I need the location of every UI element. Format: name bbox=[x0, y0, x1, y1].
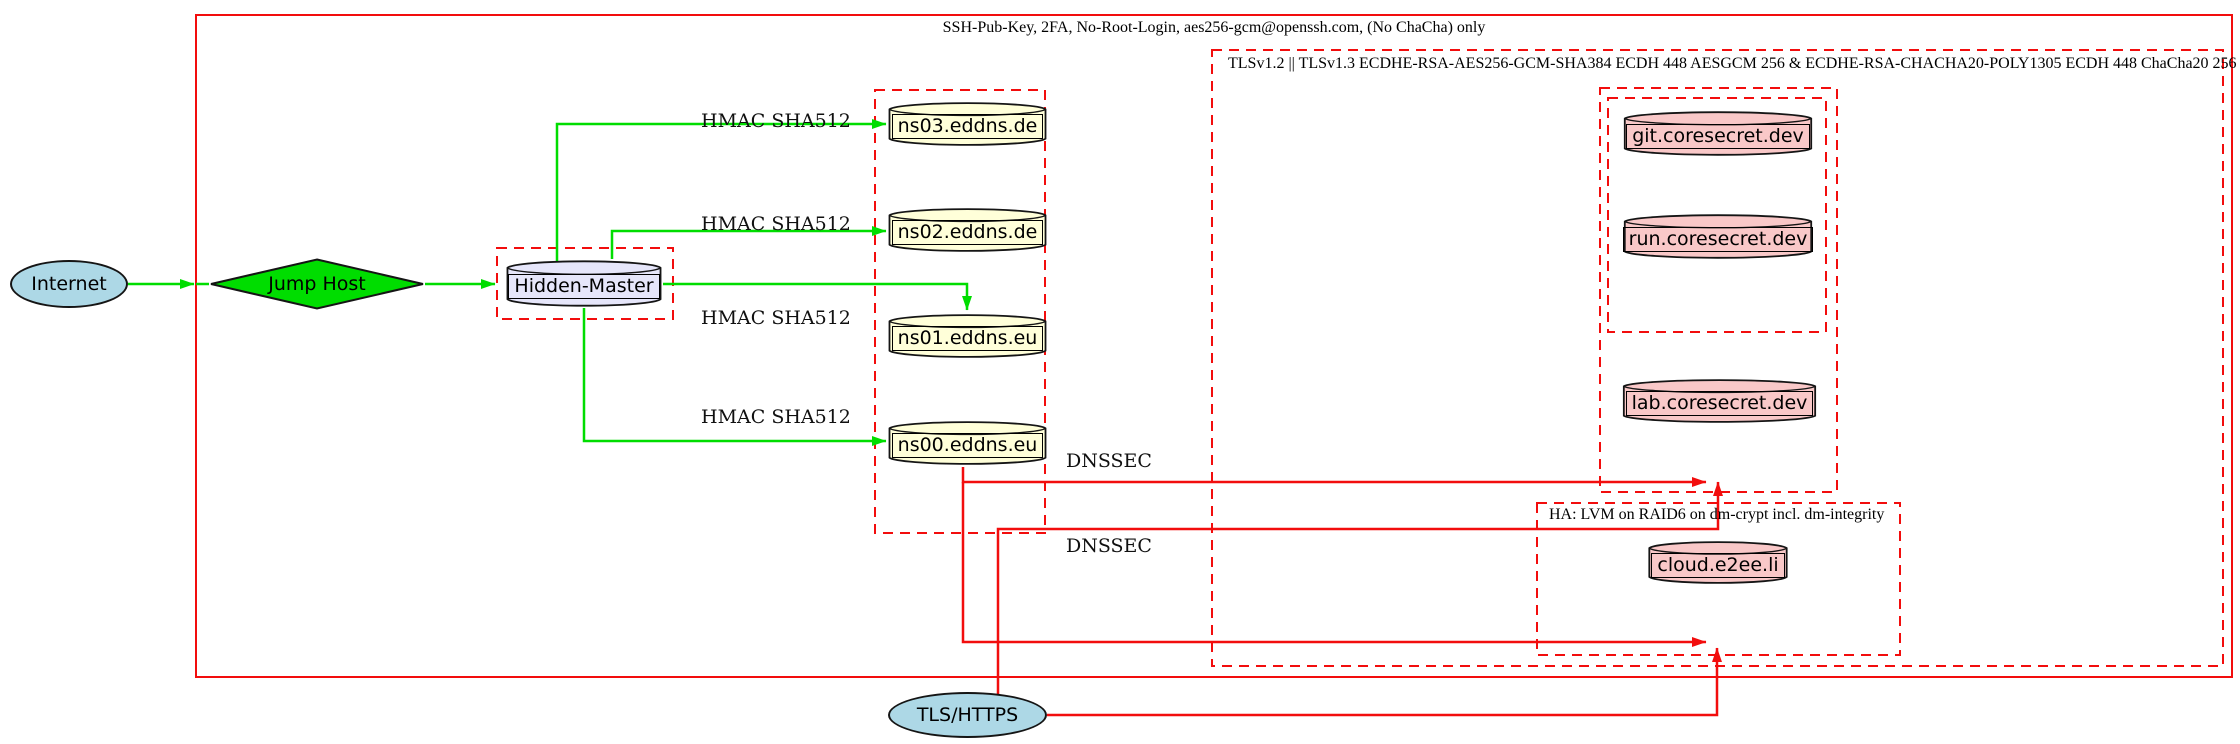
node-ns00-label: ns00.eddns.eu bbox=[891, 433, 1044, 458]
edge-dnssec-to-ha bbox=[961, 482, 1707, 647]
cluster-dns-box bbox=[874, 89, 1046, 534]
cluster-ha-label: HA: LVM on RAID6 on dm-crypt incl. dm-in… bbox=[1549, 506, 1885, 523]
node-cloud-e2ee-label: cloud.e2ee.li bbox=[1651, 552, 1785, 578]
node-ns02-label: ns02.eddns.de bbox=[891, 220, 1044, 245]
cylinder-shape-icon bbox=[1648, 540, 1788, 585]
tls-dnssec-edges bbox=[961, 467, 1723, 717]
edge-label-dnssec-1: DNSSEC bbox=[1066, 450, 1152, 472]
edge-tlshttps-to-ha bbox=[1047, 647, 1722, 717]
edge-label-hmac-ns00: HMAC SHA512 bbox=[701, 406, 851, 428]
edge-label-dnssec-2: DNSSEC bbox=[1066, 535, 1152, 557]
cylinder-shape-icon bbox=[888, 207, 1047, 253]
cluster-ha-box bbox=[1536, 502, 1901, 656]
node-tls-https: TLS/HTTPS bbox=[888, 692, 1047, 738]
node-lab-coresecret-label: lab.coresecret.dev bbox=[1625, 391, 1814, 416]
node-ns02: ns02.eddns.de bbox=[888, 207, 1047, 253]
node-internet-label: Internet bbox=[31, 272, 107, 295]
edge-hiddenmaster-ns03 bbox=[555, 119, 887, 261]
node-ns00: ns00.eddns.eu bbox=[888, 420, 1047, 466]
edge-hiddenmaster-ns02 bbox=[610, 226, 887, 259]
node-run-coresecret-label: run.coresecret.dev bbox=[1622, 226, 1814, 252]
edge-hiddenmaster-ns01 bbox=[663, 282, 972, 311]
cluster-tls-label: TLSv1.2 || TLSv1.3 ECDHE-RSA-AES256-GCM-… bbox=[1228, 55, 2237, 72]
node-jump-host-label: Jump Host bbox=[268, 272, 366, 295]
node-git-coresecret-label: git.coresecret.dev bbox=[1626, 123, 1810, 149]
cluster-coresecret-outer-box bbox=[1599, 87, 1838, 493]
edge-label-hmac-ns02: HMAC SHA512 bbox=[701, 213, 851, 235]
node-tls-https-label: TLS/HTTPS bbox=[916, 703, 1019, 726]
cylinder-shape-icon bbox=[888, 420, 1047, 466]
cluster-borders bbox=[195, 14, 2233, 678]
node-cloud-e2ee: cloud.e2ee.li bbox=[1648, 540, 1788, 585]
cylinder-shape-icon bbox=[888, 101, 1047, 147]
node-ns03-label: ns03.eddns.de bbox=[891, 114, 1044, 139]
node-hidden-master: Hidden-Master bbox=[506, 259, 662, 308]
cylinder-shape-icon bbox=[888, 313, 1047, 359]
node-ns01-label: ns01.eddns.eu bbox=[891, 326, 1044, 351]
cluster-ssh-box bbox=[195, 14, 2233, 678]
node-lab-coresecret: lab.coresecret.dev bbox=[1622, 378, 1817, 424]
node-ns03: ns03.eddns.de bbox=[888, 101, 1047, 147]
node-hidden-master-label: Hidden-Master bbox=[508, 273, 660, 299]
node-ns01: ns01.eddns.eu bbox=[888, 313, 1047, 359]
node-git-coresecret: git.coresecret.dev bbox=[1623, 110, 1813, 157]
node-internet: Internet bbox=[10, 260, 128, 308]
secure-edges bbox=[128, 119, 972, 446]
node-run-coresecret: run.coresecret.dev bbox=[1622, 213, 1814, 260]
edge-label-hmac-ns03: HMAC SHA512 bbox=[701, 110, 851, 132]
cylinder-shape-icon bbox=[1623, 110, 1813, 157]
cylinder-shape-icon bbox=[1623, 213, 1813, 260]
edge-label-hmac-ns01: HMAC SHA512 bbox=[701, 307, 851, 329]
cluster-ssh-label: SSH-Pub-Key, 2FA, No-Root-Login, aes256-… bbox=[942, 19, 1486, 36]
cylinder-shape-icon bbox=[1622, 378, 1817, 424]
cluster-coresecret-inner-box bbox=[1607, 97, 1827, 333]
node-jump-host: Jump Host bbox=[209, 258, 425, 310]
edge-hiddenmaster-ns00 bbox=[582, 308, 887, 446]
edge-tlshttps-to-coresecret bbox=[996, 481, 1723, 694]
diamond-shape-icon bbox=[209, 258, 425, 310]
